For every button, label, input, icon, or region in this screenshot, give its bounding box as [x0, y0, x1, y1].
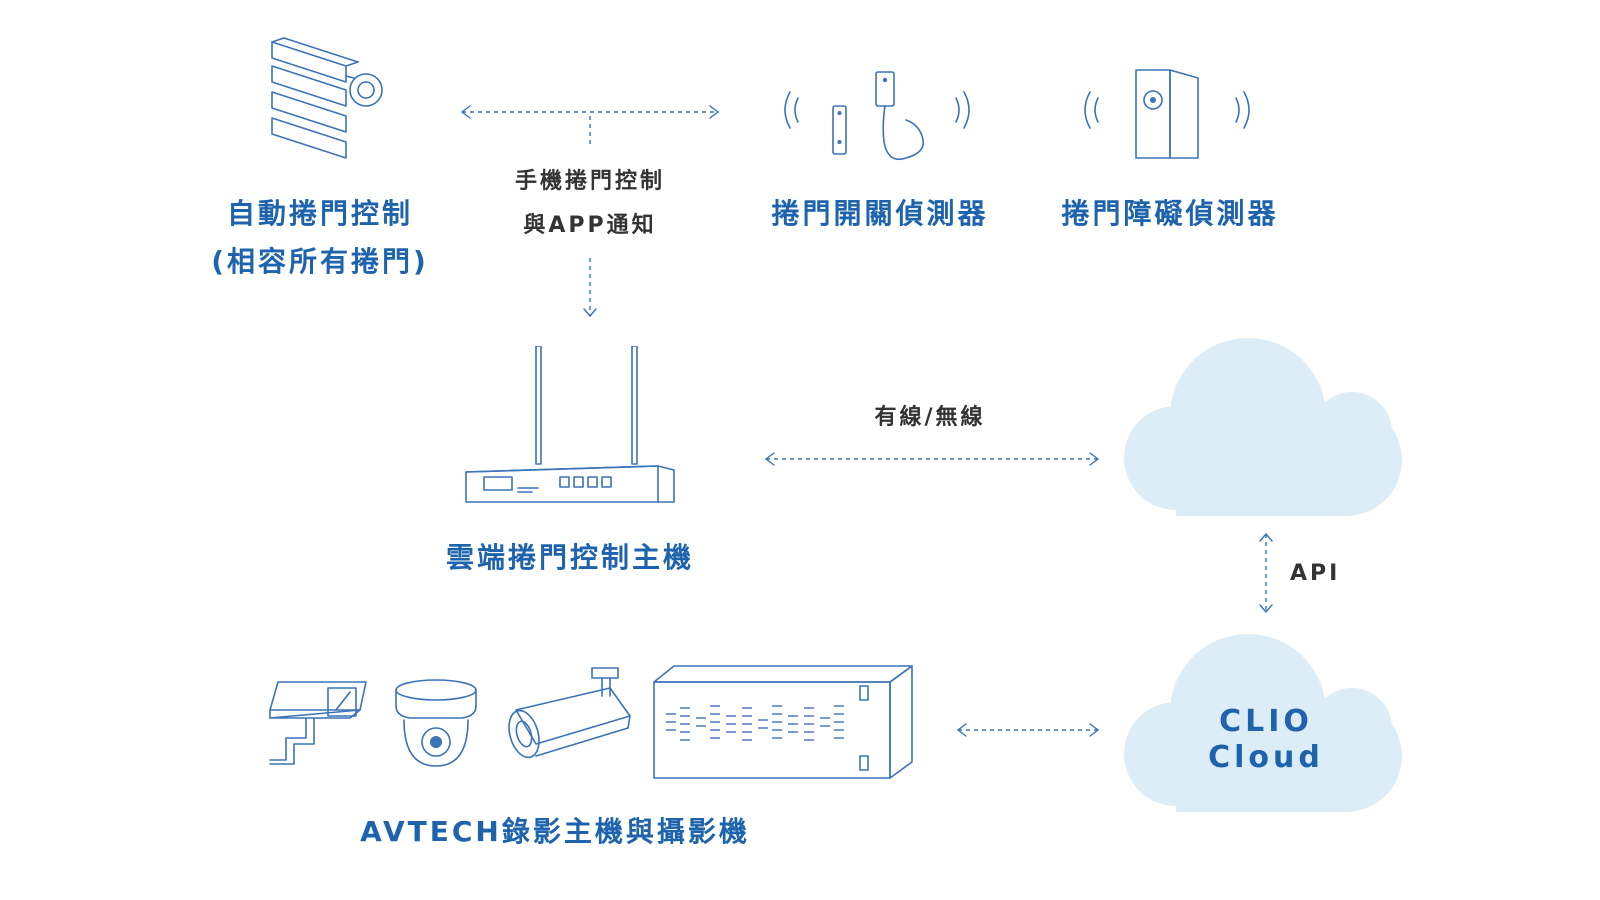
- api-label: API: [1290, 561, 1341, 586]
- cloud-label: Cloud: [1208, 740, 1324, 775]
- obstacle-sensor-icon: [1084, 69, 1250, 159]
- shutter-sensor-arrow: [460, 105, 720, 146]
- nvr-icon: [653, 665, 913, 779]
- box-camera-icon: [269, 681, 367, 765]
- auto-shutter-label: 自動捲門控制: [226, 197, 413, 230]
- down-arrow: [583, 258, 597, 318]
- wired-wireless-label: 有線/無線: [874, 405, 986, 430]
- obstacle-sensor-label: 捲門障礙偵測器: [1061, 197, 1279, 230]
- avtech-label: AVTECH錄影主機與攝影機: [360, 815, 750, 848]
- door-sensor-icon: [784, 71, 970, 161]
- auto-shutter-sub-label: (相容所有捲門): [211, 245, 429, 278]
- open-sensor-label: 捲門開關偵測器: [771, 197, 989, 230]
- clio-cloud-icon: [1124, 634, 1402, 812]
- router-icon: [465, 346, 675, 503]
- bullet-camera-icon: [508, 667, 631, 759]
- nvr-cloud-arrow: [956, 723, 1100, 737]
- host-cloud-arrow: [764, 452, 1100, 466]
- clio-label: CLIO: [1219, 704, 1313, 739]
- api-arrow: [1259, 532, 1273, 614]
- dome-camera-icon: [395, 679, 477, 767]
- controller-host-label: 雲端捲門控制主機: [445, 541, 694, 574]
- rolling-shutter-icon: [271, 37, 383, 159]
- cloud-icon: [1124, 338, 1402, 516]
- app-notify-label: 與APP通知: [523, 213, 657, 238]
- phone-control-label: 手機捲門控制: [514, 169, 665, 194]
